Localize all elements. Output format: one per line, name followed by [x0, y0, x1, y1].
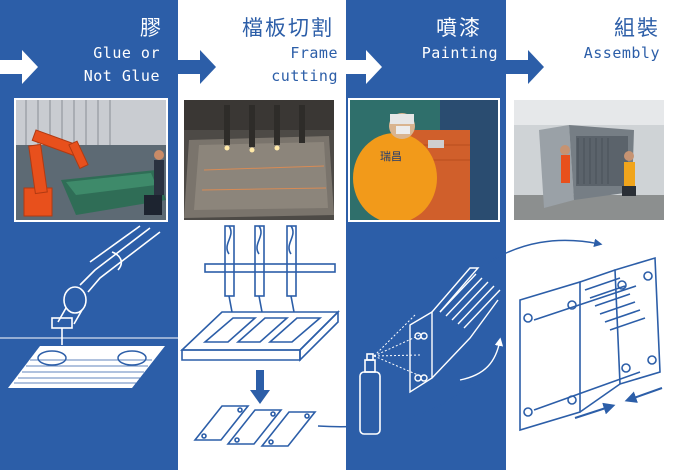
glue-plate	[8, 346, 165, 388]
flow-curve-to-painting	[317, 376, 477, 428]
heat-exchanger-icon	[519, 256, 661, 432]
compress-arrows-icon	[574, 387, 663, 419]
photo-frame-cutting	[182, 98, 336, 222]
robot-arm-icon	[0, 225, 178, 345]
step-glue-title-en: Glue or Not Glue	[83, 44, 160, 85]
step-painting-title-zh: 噴漆	[436, 16, 482, 40]
cutting-torch-icon	[204, 225, 336, 313]
flow-curve-top	[479, 238, 603, 269]
cut-parts	[193, 405, 317, 447]
column-glue	[0, 0, 178, 470]
photo-assembly	[512, 98, 666, 222]
flow-curve-to-assembly	[459, 337, 504, 381]
step-assembly-title-en: Assembly	[583, 44, 660, 62]
spray-can-icon	[359, 314, 421, 435]
flow-arrow-icon	[346, 50, 382, 84]
step-painting-title-en: Painting	[421, 44, 498, 62]
column-painting	[346, 0, 506, 470]
photo-robot-gluing	[14, 98, 168, 222]
step-frame-cutting-title-zh: 檔板切割	[242, 16, 334, 40]
step-frame-cutting-title-en: Frame cutting	[271, 44, 338, 85]
photo-painting: 瑞昌	[348, 98, 500, 222]
step-assembly-title-zh: 組裝	[614, 16, 660, 40]
step-glue-title-zh: 膠	[140, 16, 163, 40]
worker-shirt-label: 瑞昌	[380, 149, 402, 163]
painted-plate-stack	[409, 267, 501, 394]
flow-arrow-icon	[0, 50, 38, 84]
down-arrow-icon	[250, 370, 270, 404]
cut-sheet	[179, 310, 340, 362]
flow-arrow-icon	[178, 50, 216, 84]
flow-arrow-icon	[506, 50, 544, 84]
